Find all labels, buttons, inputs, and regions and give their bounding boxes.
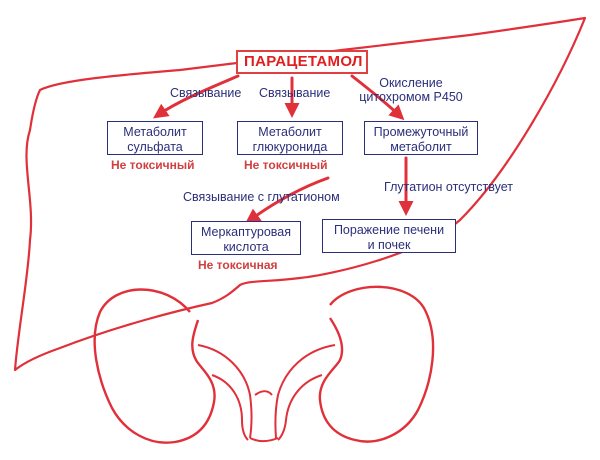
glucuronide-metabolite-line2: глюкуронида [252,140,328,154]
left-kidney-outline [93,288,216,444]
intermediate-metabolite-line1: Промежуточный [373,125,469,139]
sulfate-metabolite-node: Метаболит сульфата [107,121,203,155]
liver-kidney-damage-node: Поражение печени и почек [322,219,456,253]
sulfate-metabolite-line2: сульфата [127,140,183,154]
sulfate-toxicity-label: Не токсичный [111,158,195,172]
left-vessel-outline [197,344,253,441]
oxidation-edge-label-line2: цитохромом P450 [359,90,463,104]
oxidation-edge-label: Окисление цитохромом P450 [352,76,470,104]
glutathione-binding-edge-label: Связывание с глутатионом [183,190,340,204]
glucuronide-toxicity-label: Не токсичный [244,158,328,172]
right-kidney-outline [318,285,435,443]
mercapturic-toxicity-label: Не токсичная [198,258,278,272]
aorta-outline [249,390,279,442]
glutathione-absent-edge-label: Глутатион отсутствует [384,180,513,194]
mercapturic-acid-line2: кислота [223,240,269,254]
arrow-to-sulfate [153,74,240,119]
mercapturic-acid-node: Меркаптуровая кислота [191,221,301,255]
liver-kidney-damage-line1: Поражение печени [333,223,445,237]
liver-kidney-damage-line2: и почек [367,238,411,252]
intermediate-metabolite-node: Промежуточный метаболит [364,121,478,155]
arrow-to-intermediate [350,74,405,121]
arrow-to-mercapturic [245,176,330,224]
glucuronidation-edge-label: Связывание [259,86,331,100]
glucuronide-metabolite-node: Метаболит глюкуронида [237,121,343,155]
paracetamol-title: ПАРАЦЕТАМОЛ [236,50,368,74]
sulfate-metabolite-line1: Метаболит [123,125,187,139]
liver-outline [13,16,587,372]
intermediate-metabolite-line2: метаболит [390,140,452,154]
glucuronide-metabolite-line1: Метаболит [258,125,322,139]
right-vessel-outline [274,344,336,441]
sulfation-edge-label: Связывание [170,86,242,100]
oxidation-edge-label-line1: Окисление [379,76,443,90]
mercapturic-acid-line1: Меркаптуровая [200,225,292,239]
